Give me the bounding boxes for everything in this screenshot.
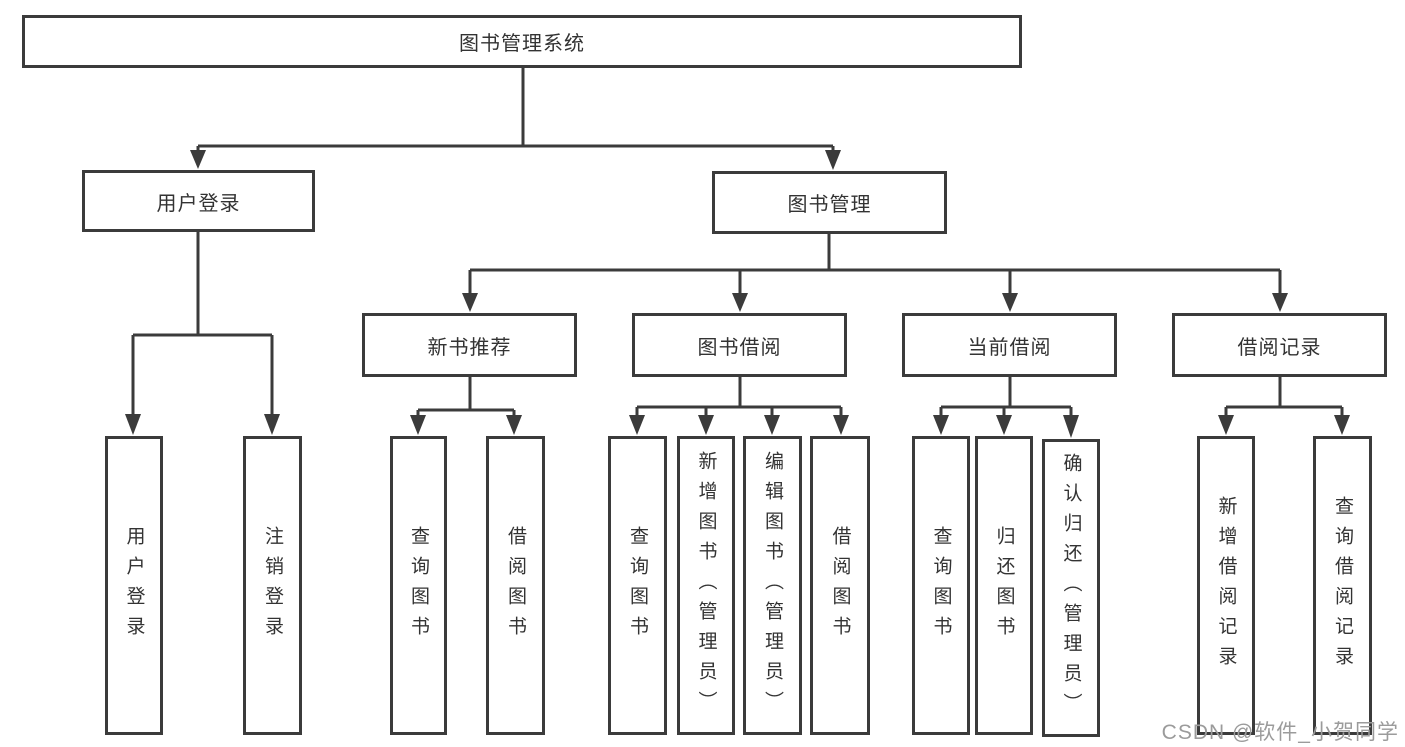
leaf-query-books-2: 查询图书	[608, 436, 667, 735]
node-book-management: 图书管理	[712, 171, 947, 234]
node-borrow-records: 借阅记录	[1172, 313, 1387, 377]
leaf-confirm-return-admin-label: 确认归还（管理员）	[1060, 453, 1082, 723]
leaf-user-login: 用户登录	[105, 436, 163, 735]
leaf-borrow-books-1-label: 借阅图书	[505, 525, 526, 646]
node-user-login: 用户登录	[82, 170, 315, 232]
node-book-management-label: 图书管理	[787, 194, 872, 216]
leaf-borrow-books-2: 借阅图书	[810, 436, 870, 735]
leaf-borrow-books-1: 借阅图书	[486, 436, 545, 735]
connector-new-book-recommend-children	[410, 377, 522, 435]
node-borrow-records-label: 借阅记录	[1237, 336, 1322, 359]
leaf-query-books-3: 查询图书	[912, 436, 970, 735]
connector-user-login-children	[125, 232, 280, 435]
leaf-query-books-3-label: 查询图书	[930, 525, 952, 646]
leaf-edit-book-admin-label: 编辑图书（管理员）	[762, 450, 783, 721]
node-book-borrowing-label: 图书借阅	[697, 336, 782, 359]
node-new-book-recommend: 新书推荐	[362, 313, 577, 377]
connector-root-to-level2	[190, 68, 841, 170]
leaf-confirm-return-admin: 确认归还（管理员）	[1042, 439, 1100, 737]
leaf-query-books-1-label: 查询图书	[408, 525, 429, 646]
leaf-query-borrow-record: 查询借阅记录	[1313, 436, 1372, 735]
node-current-borrowing-label: 当前借阅	[967, 336, 1052, 359]
leaf-add-borrow-record-label: 新增借阅记录	[1215, 495, 1237, 676]
leaf-add-borrow-record: 新增借阅记录	[1197, 436, 1255, 735]
csdn-watermark: CSDN @软件_小贺同学	[1161, 721, 1399, 744]
node-root-label: 图书管理系统	[459, 33, 585, 55]
leaf-query-books-2-label: 查询图书	[627, 525, 648, 646]
node-book-borrowing: 图书借阅	[632, 313, 847, 377]
leaf-add-book-admin-label: 新增图书（管理员）	[695, 450, 717, 721]
leaf-user-login-label: 用户登录	[123, 525, 145, 646]
node-current-borrowing: 当前借阅	[902, 313, 1117, 377]
leaf-edit-book-admin: 编辑图书（管理员）	[743, 436, 802, 735]
connector-borrow-records-children	[1218, 377, 1350, 435]
connector-current-borrowing-children	[933, 377, 1079, 438]
leaf-return-book: 归还图书	[975, 436, 1033, 735]
leaf-query-borrow-record-label: 查询借阅记录	[1332, 495, 1353, 676]
connector-book-management-children	[462, 234, 1288, 312]
leaf-logout-login: 注销登录	[243, 436, 302, 735]
node-new-book-recommend-label: 新书推荐	[427, 336, 512, 359]
node-user-login-label: 用户登录	[156, 192, 241, 215]
leaf-query-books-1: 查询图书	[390, 436, 447, 735]
leaf-return-book-label: 归还图书	[993, 525, 1015, 646]
connector-book-borrowing-children	[629, 377, 849, 435]
leaf-logout-login-label: 注销登录	[262, 525, 283, 646]
leaf-borrow-books-2-label: 借阅图书	[829, 525, 851, 646]
leaf-add-book-admin: 新增图书（管理员）	[677, 436, 735, 735]
node-root: 图书管理系统	[22, 15, 1022, 68]
